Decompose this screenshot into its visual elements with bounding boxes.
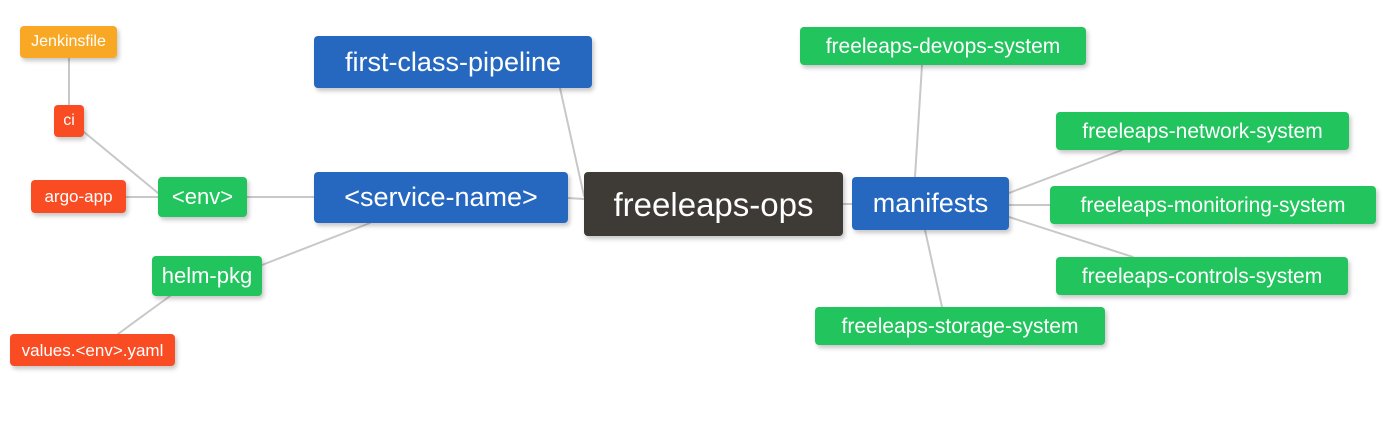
node-label: freeleaps-storage-system [841, 314, 1079, 338]
mindmap-node-first-class-pipeline[interactable]: first-class-pipeline [314, 36, 592, 88]
mindmap-node-freeleaps-monitoring-system[interactable]: freeleaps-monitoring-system [1050, 186, 1376, 224]
mindmap-node-values-env-yaml[interactable]: values.<env>.yaml [10, 334, 175, 366]
mindmap-node-service-name[interactable]: <service-name> [314, 172, 568, 223]
edge-service-name-to-helm-pkg [261, 222, 371, 266]
node-label: <env> [171, 184, 234, 209]
node-label: freeleaps-monitoring-system [1080, 193, 1346, 217]
mindmap-node-freeleaps-controls-system[interactable]: freeleaps-controls-system [1056, 257, 1348, 295]
node-label: ci [63, 112, 75, 129]
mindmap-node-freeleaps-network-system[interactable]: freeleaps-network-system [1056, 112, 1349, 150]
mindmap-node-freeleaps-devops-system[interactable]: freeleaps-devops-system [800, 27, 1086, 65]
node-label: Jenkinsfile [31, 33, 106, 50]
mindmap-node-manifests[interactable]: manifests [852, 177, 1009, 230]
mindmap-node-jenkinsfile[interactable]: Jenkinsfile [20, 26, 117, 58]
node-label: first-class-pipeline [344, 46, 562, 77]
mindmap-node-freeleaps-storage-system[interactable]: freeleaps-storage-system [815, 307, 1105, 345]
node-label: freeleaps-network-system [1082, 119, 1323, 143]
edge-helm-pkg-to-values-env-yaml [117, 295, 171, 335]
mindmap-node-env[interactable]: <env> [158, 177, 247, 217]
mindmap-node-helm-pkg[interactable]: helm-pkg [152, 256, 262, 296]
mindmap-node-ci[interactable]: ci [54, 105, 84, 137]
edge-manifests-to-freeleaps-devops-system [914, 64, 923, 178]
edge-manifests-to-freeleaps-storage-system [924, 229, 943, 308]
node-label: freeleaps-controls-system [1081, 264, 1323, 288]
node-label: freeleaps-devops-system [825, 34, 1061, 58]
node-label: helm-pkg [161, 263, 253, 288]
node-label: values.<env>.yaml [21, 340, 164, 360]
node-label: manifests [872, 188, 989, 218]
node-label: argo-app [44, 187, 113, 206]
node-label: <service-name> [344, 182, 538, 212]
mindmap-node-argo-app[interactable]: argo-app [31, 180, 126, 213]
node-label: freeleaps-ops [613, 185, 814, 223]
mindmap-node-freeleaps-ops[interactable]: freeleaps-ops [584, 172, 843, 236]
edge-freeleaps-ops-to-service-name [567, 197, 585, 200]
